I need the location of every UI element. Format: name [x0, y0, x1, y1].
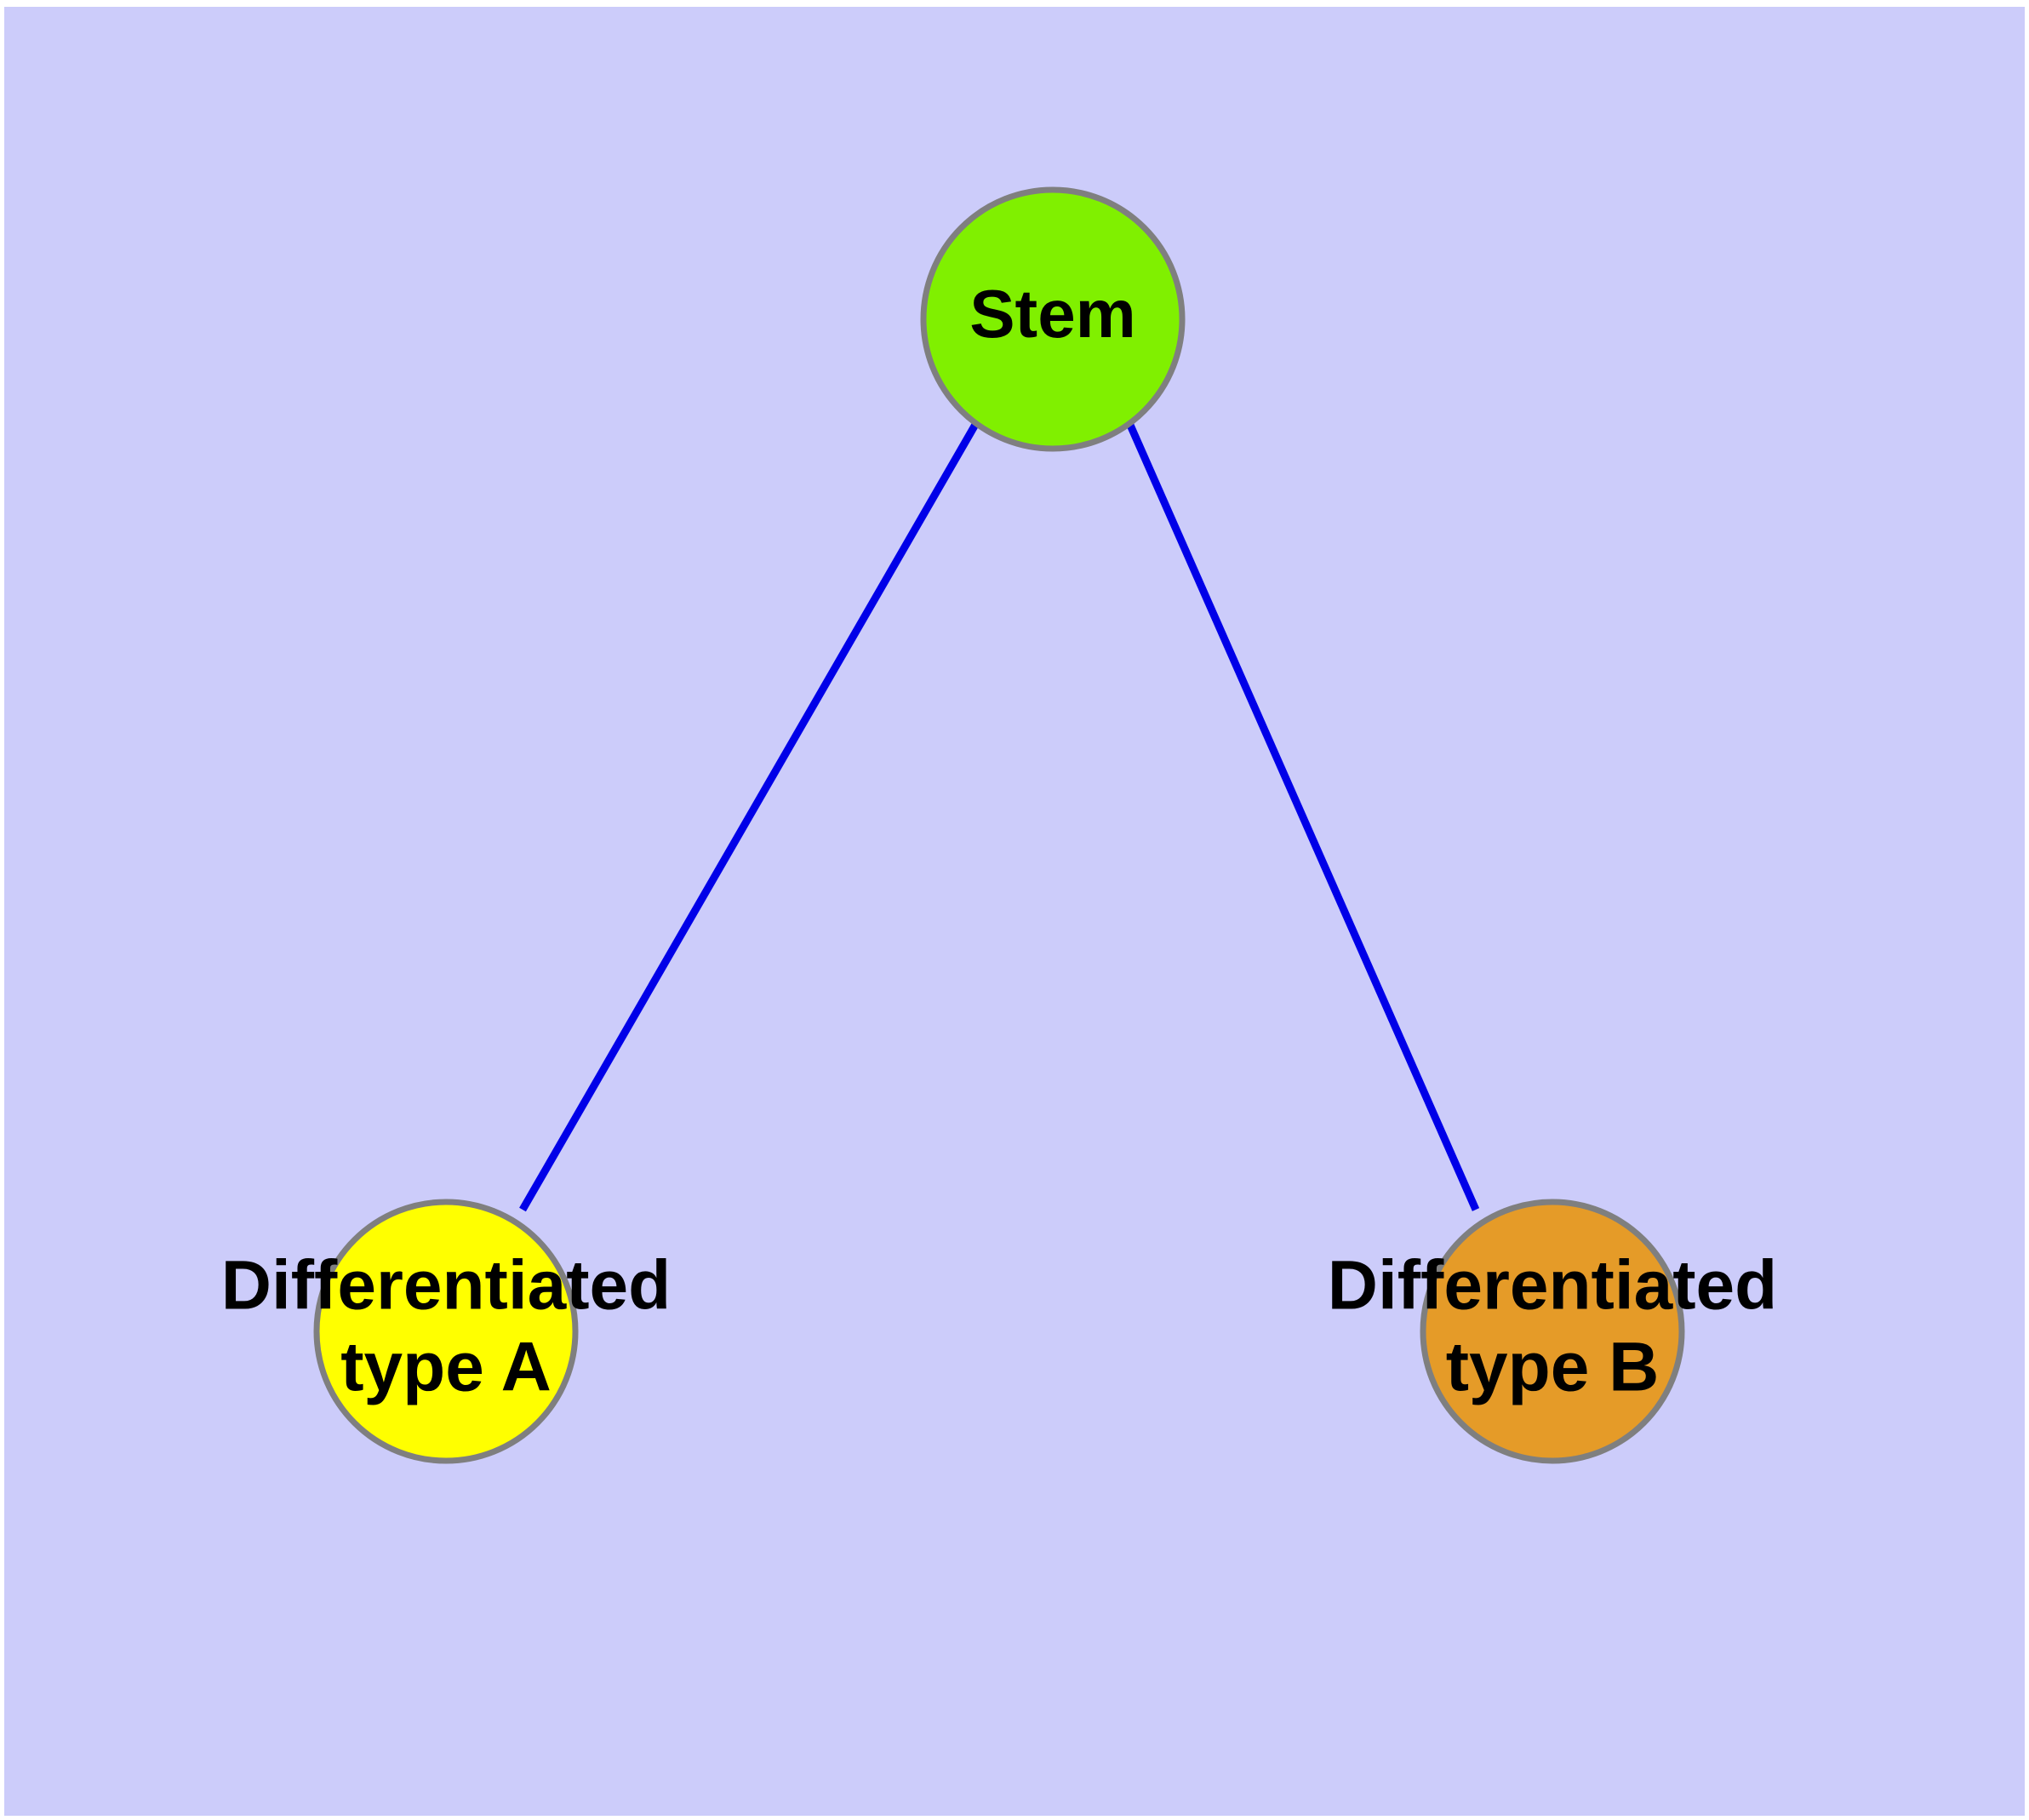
edge-stem-to-differentiated-type-b[interactable]: [1125, 421, 1480, 1211]
node-differentiated-type-a-label-line2: type A: [340, 1329, 552, 1406]
node-differentiated-type-b[interactable]: Differentiated type B: [1328, 1199, 1778, 1464]
node-differentiated-type-a-label-line1: Differentiated: [221, 1247, 672, 1325]
node-stem[interactable]: Stem: [920, 186, 1186, 452]
node-differentiated-type-a[interactable]: Differentiated type A: [221, 1199, 672, 1464]
node-differentiated-type-b-label-line2: type B: [1446, 1329, 1660, 1406]
edge-stem-to-differentiated-type-a[interactable]: [519, 421, 980, 1212]
edge-layer: [519, 421, 1480, 1212]
node-layer: Stem Differentiated type A Differentiate…: [221, 186, 1778, 1464]
node-stem-circle[interactable]: [920, 186, 1186, 452]
node-stem-label: Stem: [969, 276, 1136, 352]
node-differentiated-type-a-circle[interactable]: [313, 1199, 579, 1464]
node-differentiated-type-b-circle[interactable]: [1420, 1199, 1685, 1464]
node-differentiated-type-b-label-line1: Differentiated: [1328, 1247, 1778, 1325]
